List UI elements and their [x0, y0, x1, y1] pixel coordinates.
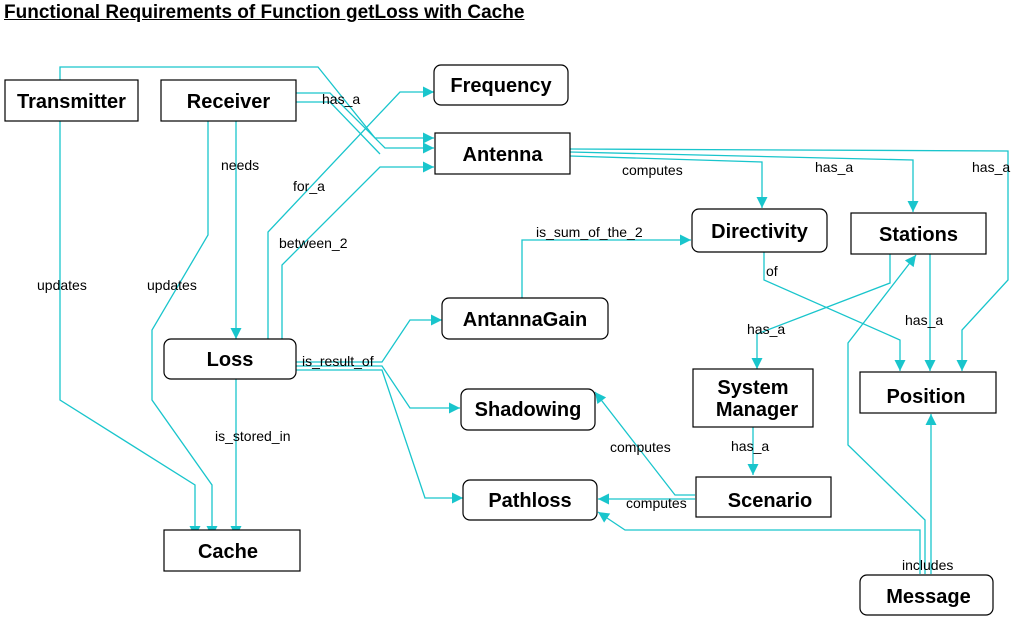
node-label-transmitter: Transmitter — [17, 91, 126, 113]
node-label-antenna: Antenna — [463, 144, 544, 166]
label-between-2: between_2 — [279, 235, 348, 251]
node-antenna[interactable]: Antenna — [434, 132, 571, 175]
edge-loss-result-shadowing — [296, 365, 460, 414]
node-antannagain[interactable]: AntannaGain — [441, 297, 609, 340]
edge-transmitter-antenna — [59, 66, 434, 144]
label-updates: updates — [37, 277, 87, 293]
edge-scenario-computes-shadowing — [594, 391, 695, 496]
node-shadowing[interactable]: Shadowing — [460, 388, 596, 431]
label-has-a: has_a — [322, 91, 360, 107]
node-label-receiver: Receiver — [187, 91, 271, 113]
edge-message-includes-stations — [847, 254, 926, 574]
node-label-stations: Stations — [879, 224, 958, 246]
edge-directivity-of-position — [763, 252, 906, 371]
node-system-manager[interactable]: System Manager — [692, 368, 814, 428]
edge-stations-has-a-manager — [751, 254, 891, 369]
node-label-antannagain: AntannaGain — [463, 309, 587, 331]
edge-loss-for-a-frequency — [267, 86, 434, 339]
node-position[interactable]: Position — [859, 371, 997, 414]
label-has-a: has_a — [905, 312, 943, 328]
edge-labels: has_a needs for_a between_2 computes has… — [37, 91, 1010, 573]
edge-receiver-updates-cache — [151, 121, 218, 537]
node-label-message: Message — [886, 586, 971, 608]
label-computes: computes — [622, 162, 683, 178]
label-is-result-of: is_result_of — [302, 353, 374, 369]
node-cache[interactable]: Cache — [163, 529, 301, 572]
edge-loss-result-pathloss — [296, 369, 463, 504]
edges — [59, 66, 1009, 574]
label-is-sum-of-the-2: is_sum_of_the_2 — [536, 224, 643, 240]
edge-receiver-has-a-antenna — [296, 92, 434, 154]
node-stations[interactable]: Stations — [850, 212, 987, 255]
node-loss[interactable]: Loss — [163, 338, 297, 380]
label-computes: computes — [626, 495, 687, 511]
node-transmitter[interactable]: Transmitter — [4, 79, 139, 122]
label-of: of — [766, 263, 778, 279]
label-is-stored-in: is_stored_in — [215, 428, 291, 444]
edge-transmitter-updates-cache — [59, 121, 201, 537]
label-has-a: has_a — [972, 159, 1010, 175]
node-label-loss: Loss — [207, 349, 254, 371]
node-scenario[interactable]: Scenario — [695, 476, 832, 518]
label-includes: includes — [902, 557, 953, 573]
node-directivity[interactable]: Directivity — [691, 208, 828, 253]
edge-loss-result-antannagain — [296, 314, 442, 363]
label-computes: computes — [610, 439, 671, 455]
edge-antenna-computes-directivity — [569, 155, 768, 208]
edge-antenna-has-a-position — [569, 148, 1009, 371]
label-has-a: has_a — [731, 438, 769, 454]
node-label-scenario: Scenario — [728, 490, 812, 512]
node-label-pathloss: Pathloss — [488, 490, 571, 512]
edge-message-includes-pathloss — [597, 511, 921, 574]
node-label-system: System — [717, 377, 788, 399]
node-label-manager: Manager — [716, 399, 798, 421]
diagram-title: Functional Requirements of Function getL… — [4, 2, 525, 23]
label-has-a: has_a — [815, 159, 853, 175]
edge-antannagain-sum-directivity — [521, 234, 691, 298]
node-label-frequency: Frequency — [450, 75, 552, 97]
label-updates: updates — [147, 277, 197, 293]
node-label-directivity: Directivity — [711, 221, 809, 243]
node-label-cache: Cache — [198, 541, 258, 563]
node-frequency[interactable]: Frequency — [433, 64, 569, 106]
node-message[interactable]: Message — [859, 574, 994, 616]
label-needs: needs — [221, 157, 259, 173]
node-receiver[interactable]: Receiver — [160, 79, 297, 122]
label-has-a: has_a — [747, 321, 785, 337]
node-label-shadowing: Shadowing — [475, 399, 582, 421]
edge-receiver-antenna-2 — [296, 101, 381, 155]
label-for-a: for_a — [293, 178, 325, 194]
edge-antenna-has-a-stations — [569, 151, 919, 212]
edge-loss-between-2-antenna — [281, 161, 434, 339]
nodes: Transmitter Receiver Frequency Antenna D… — [4, 64, 997, 616]
node-label-position: Position — [887, 386, 966, 408]
node-pathloss[interactable]: Pathloss — [462, 479, 598, 521]
